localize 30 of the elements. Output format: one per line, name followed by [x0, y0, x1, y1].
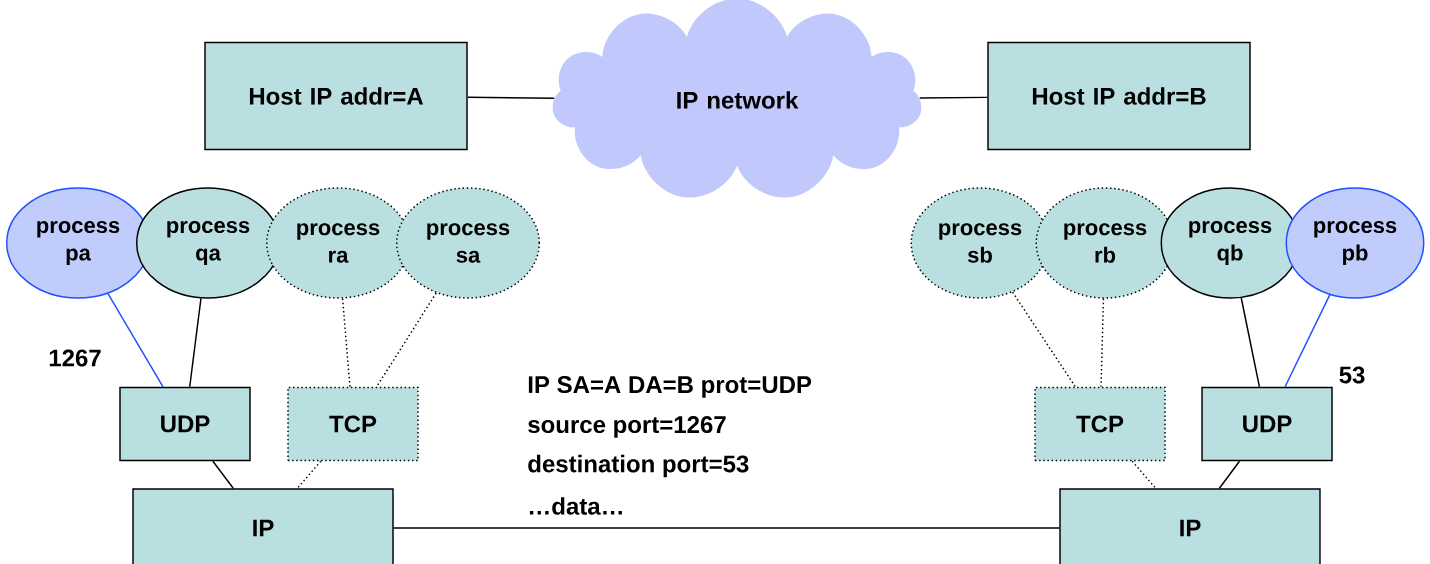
connector-line [393, 527, 1060, 529]
protocol-box: UDP [119, 386, 251, 462]
connector-line [1240, 297, 1261, 388]
connector-line [341, 297, 351, 388]
connector-line [107, 292, 164, 388]
connector-line [467, 96, 555, 99]
connector-line [1100, 298, 1105, 388]
network-cloud: IP network [552, 0, 922, 198]
packet-text: IP SA=A DA=B prot=UDP [528, 376, 812, 398]
protocol-box: UDP [1201, 386, 1333, 462]
connector-line [375, 292, 437, 388]
ip-layer-box: IP [132, 488, 394, 564]
packet-text: source port=1267 [528, 416, 726, 438]
packet-text: …data… [529, 497, 622, 515]
connector-line [1218, 460, 1241, 489]
connector-line [212, 460, 234, 489]
host-box: Host IP addr=A [204, 41, 468, 151]
connector-line [1131, 460, 1157, 489]
port-number: 53 [1339, 366, 1365, 384]
host-box: Host IP addr=B [987, 41, 1251, 151]
port-number: 1267 [49, 349, 101, 367]
protocol-box: TCP [1034, 386, 1166, 462]
packet-text: destination port=53 [528, 454, 749, 478]
protocol-box: TCP [287, 386, 419, 462]
ip-layer-box: IP [1059, 488, 1321, 564]
connector-line [189, 297, 202, 388]
connector-line [296, 460, 322, 489]
connector-line [919, 96, 988, 99]
connector-line [1284, 294, 1331, 388]
connector-line [1011, 291, 1077, 388]
